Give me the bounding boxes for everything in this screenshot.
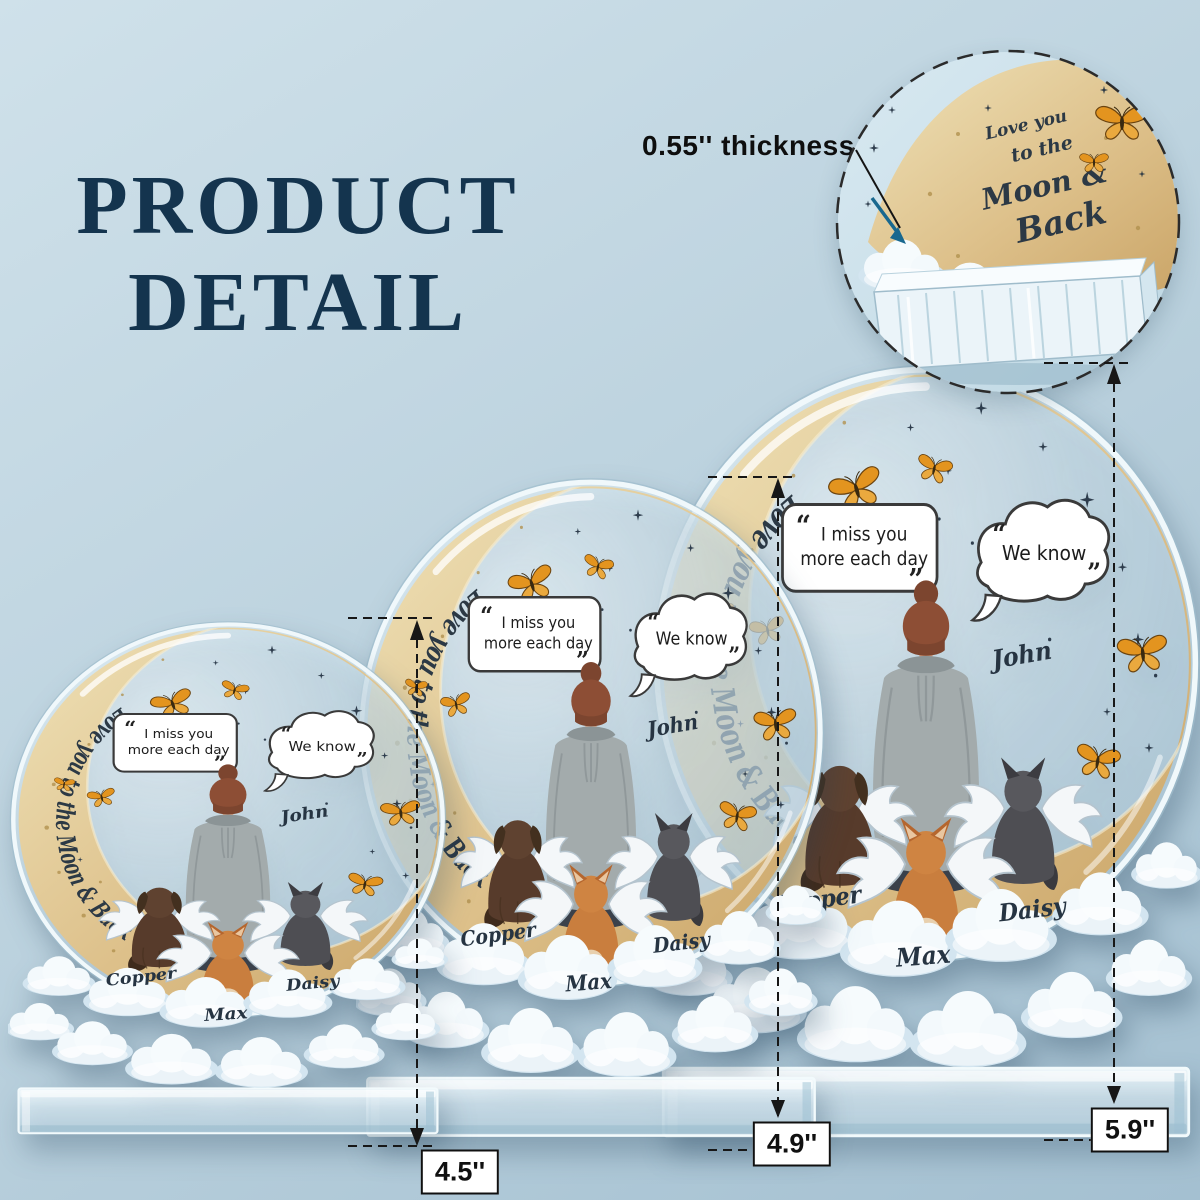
- page-title-line1: PRODUCT: [76, 159, 520, 252]
- size-label-large: 5.9'': [1090, 1107, 1170, 1153]
- size-label-medium: 4.9'': [752, 1121, 832, 1167]
- size-label-small: 4.5'': [420, 1149, 500, 1195]
- thickness-detail-inset: Love you to the Moon & Back: [838, 52, 1178, 392]
- page-title-line2: DETAIL: [128, 255, 468, 349]
- page-title: PRODUCT DETAIL: [48, 158, 548, 351]
- thickness-label: 0.55'' thickness: [642, 130, 855, 161]
- thickness-inset-art: Love you to the Moon & Back: [838, 52, 1178, 392]
- plaque-small: [8, 618, 448, 1146]
